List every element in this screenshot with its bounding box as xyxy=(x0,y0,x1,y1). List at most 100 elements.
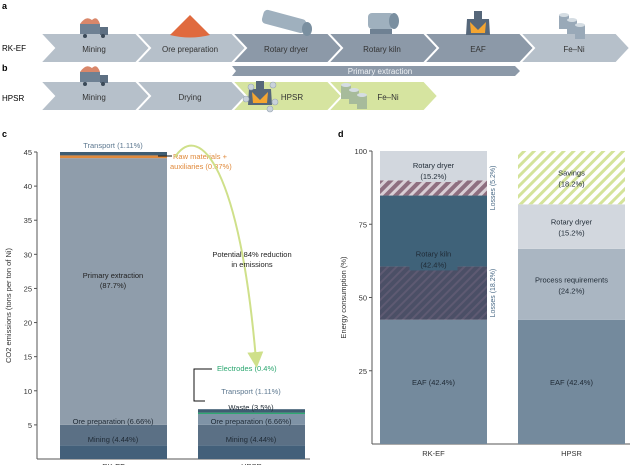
segment-label-rotary-dryer: Rotary dryer xyxy=(551,218,593,227)
furnace-flame xyxy=(252,92,268,103)
bar-segment-eaf xyxy=(518,319,625,444)
step-label: HPSR xyxy=(281,93,303,102)
ore-pile xyxy=(170,15,210,38)
x-tick-label: HPSR xyxy=(561,449,582,458)
label-rk-primary-2: (87.7%) xyxy=(100,281,127,290)
label-hp-electrodes: Electrodes (0.4%) xyxy=(217,364,277,373)
process-step-hpsr: HPSR xyxy=(229,80,344,113)
label-hp-ore: Ore preparation (6.66%) xyxy=(211,417,292,426)
bar-segment-rotary-dryer xyxy=(518,204,625,249)
fe-ni-cylinders-icon xyxy=(341,83,367,109)
kiln-base xyxy=(370,29,392,34)
x-tick-label: RK-EF xyxy=(102,462,125,465)
bar-segment-eaf xyxy=(380,319,487,444)
process-step-fe-ni: Fe–Ni xyxy=(517,13,630,64)
step-label: Fe–Ni xyxy=(563,45,585,54)
primary-extraction-bracket: Primary extraction xyxy=(232,66,520,76)
dryer-drum xyxy=(261,9,307,34)
cylinder-top xyxy=(349,88,359,92)
label-rk-ore: Ore preparation (6.66%) xyxy=(73,417,154,426)
y-tick-label: 25 xyxy=(359,367,367,376)
label-hp-waste: Waste (3.5%) xyxy=(228,403,274,412)
primary-extraction-label: Primary extraction xyxy=(348,67,412,76)
furnace-flame xyxy=(470,22,486,33)
step-label: Drying xyxy=(178,93,201,102)
step-label: Ore preparation xyxy=(162,45,218,54)
furnace-top xyxy=(474,11,482,19)
losses-label: Losses (5.2%) xyxy=(490,166,497,211)
panel-letter-a: a xyxy=(2,1,8,11)
y-axis-label: Energy consumption (%) xyxy=(339,256,348,339)
losses-label: Losses (18.2%) xyxy=(490,269,497,318)
bar-segment-rotary-kiln xyxy=(380,195,487,267)
step-label: Mining xyxy=(82,93,106,102)
bar-segment-transport xyxy=(60,152,167,156)
bar-segment-ore-preparation xyxy=(198,424,305,446)
segment-label-rotary-dryer-value: (15.2%) xyxy=(420,172,447,181)
y-tick-label: 35 xyxy=(24,216,32,225)
bar-segment-transport xyxy=(198,409,305,413)
bar-segment-waste xyxy=(198,413,305,425)
segment-label-rotary-kiln-value: (42.4%) xyxy=(420,260,447,269)
segment-label-rotary-dryer-value: (15.2%) xyxy=(558,229,585,238)
step-label: Mining xyxy=(82,45,106,54)
hydrogen-atom xyxy=(247,83,255,91)
y-tick-label: 20 xyxy=(24,319,32,328)
truck-wheel xyxy=(101,82,105,86)
label-backdrop xyxy=(409,259,458,271)
cylinder-body xyxy=(349,90,359,104)
bar-segment-raw-materials-auxiliaries xyxy=(60,155,167,159)
truck-icon xyxy=(80,18,108,38)
y-tick-label: 30 xyxy=(24,250,32,259)
cylinder-body xyxy=(559,15,569,29)
fe-ni-cylinders-icon xyxy=(559,13,585,39)
segment-label-process-requirements: Process requirements xyxy=(535,275,608,284)
y-tick-label: 25 xyxy=(24,284,32,293)
bar-segment-mining xyxy=(198,445,305,459)
bar-segment-mining xyxy=(60,445,167,459)
cylinder-top xyxy=(575,23,585,27)
y-tick-label: 100 xyxy=(354,147,367,156)
x-tick-label: HPSR xyxy=(241,462,262,465)
label-rk-transport: Transport (1.11%) xyxy=(83,141,143,150)
segment-label-process-requirements-value: (24.2%) xyxy=(558,286,585,295)
segment-label-eaf: EAF (42.4%) xyxy=(550,378,593,387)
dryer-end xyxy=(302,22,312,36)
truck-bed xyxy=(80,72,100,82)
label-rk-mining: Mining (4.44%) xyxy=(88,435,139,444)
label-backdrop xyxy=(409,171,458,182)
truck-ore xyxy=(80,18,100,24)
truck-icon xyxy=(80,66,108,86)
chevron xyxy=(517,32,630,64)
process-step-eaf: EAF xyxy=(421,11,536,64)
panel-letter-c: c xyxy=(2,129,7,139)
furnace-icon xyxy=(466,11,490,35)
truck-cab xyxy=(100,75,108,83)
step-label: EAF xyxy=(470,45,486,54)
segment-label-rotary-dryer: Rotary dryer xyxy=(413,161,455,170)
reduction-arrow xyxy=(174,144,264,368)
process-step-ore-preparation: Ore preparation xyxy=(133,15,248,64)
step-label: Rotary kiln xyxy=(363,45,401,54)
y-tick-label: 50 xyxy=(359,294,367,303)
process-step-rotary-kiln: Rotary kiln xyxy=(325,13,440,64)
label-rk-raw-materials-2: auxiliaries (0.87%) xyxy=(170,162,232,171)
label-reduction-2: in emissions xyxy=(231,260,273,269)
segment-label-rotary-kiln: Rotary kiln xyxy=(416,249,451,258)
hydrogen-atom xyxy=(271,98,279,106)
bar-segment-primary-extraction xyxy=(60,158,167,425)
label-rk-raw-materials: Raw materials + xyxy=(173,152,228,161)
cylinder-top xyxy=(357,93,367,97)
kiln-drum xyxy=(368,13,394,29)
leader-electrodes xyxy=(193,368,212,402)
label-hp-transport: Transport (1.11%) xyxy=(221,387,281,396)
cylinder-body xyxy=(341,85,351,99)
cylinder-body xyxy=(575,25,585,39)
panel-letter-b: b xyxy=(2,63,8,73)
truck-wheel xyxy=(83,82,87,86)
row-label-rkef: RK-EF xyxy=(2,44,26,53)
truck-wheel xyxy=(101,34,105,38)
